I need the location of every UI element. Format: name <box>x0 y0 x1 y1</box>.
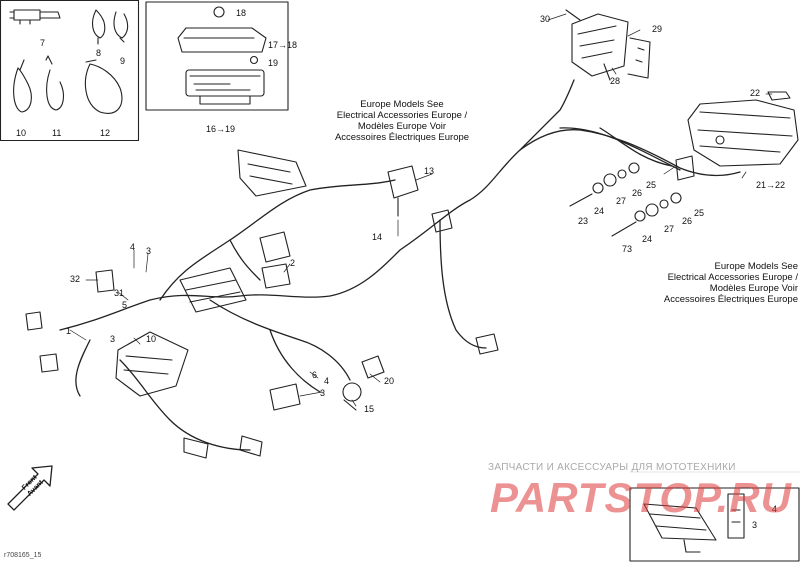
horn-20 <box>361 355 385 379</box>
europe-note-right-line4: Accessoires Électriques Europe <box>663 294 798 305</box>
control-module-10 <box>115 331 189 397</box>
callout-27-b: 27 <box>664 224 675 234</box>
callout-4-c: 4 <box>772 504 778 514</box>
clip-part-9 <box>113 11 129 43</box>
callout-25-a: 25 <box>646 180 657 190</box>
bracket-assembly <box>643 493 745 553</box>
callout-3-a: 3 <box>146 246 152 256</box>
callout-2: 2 <box>290 258 296 268</box>
ecm-module-16 <box>237 149 307 197</box>
callout-10: 10 <box>16 128 27 138</box>
connector-block-2 <box>259 231 291 289</box>
callout-26-b: 26 <box>682 216 693 226</box>
callout-25-b: 25 <box>694 208 705 218</box>
callout-4-a: 4 <box>130 242 136 252</box>
connector-mid <box>431 209 453 233</box>
callout-3-c: 3 <box>320 388 326 398</box>
callout-6: 6 <box>312 370 318 380</box>
callout-16-19: 16→19 <box>206 124 236 134</box>
europe-note-right-line2: Electrical Accessories Europe / <box>667 272 798 283</box>
europe-note-top-line4: Accessoires Électriques Europe <box>334 132 470 143</box>
callout-10-b: 10 <box>146 334 157 344</box>
callout-14: 14 <box>372 232 383 242</box>
callout-3-d: 3 <box>752 520 758 530</box>
callout-73: 73 <box>622 244 633 254</box>
connector-group-center <box>179 267 247 313</box>
inset-box-bracket <box>629 487 800 562</box>
callout-18: 18 <box>236 8 247 18</box>
callout-8: 8 <box>96 48 102 58</box>
callout-17-18: 17→18 <box>268 40 298 50</box>
connector-lower-left <box>183 435 263 459</box>
callout-11: 11 <box>52 128 62 138</box>
callout-7: 7 <box>40 38 46 48</box>
callout-29: 29 <box>652 24 663 34</box>
gauge-assembly <box>177 6 267 105</box>
hardware-stack-lower <box>611 192 682 237</box>
connector-rear <box>675 155 695 181</box>
callout-21-22: 21→22 <box>756 180 786 190</box>
connector-right <box>475 333 499 355</box>
watermark-logo: PARTSTOP.RU <box>490 474 792 521</box>
callout-9: 9 <box>120 56 126 66</box>
callout-24-a: 24 <box>594 206 605 216</box>
relay-13 <box>387 165 419 217</box>
callout-30: 30 <box>540 14 551 24</box>
europe-note-top: Europe Models See Electrical Accessories… <box>322 99 482 143</box>
connector-left-lower <box>39 353 59 373</box>
hardware-stack-upper <box>569 162 640 207</box>
europe-note-right-line1: Europe Models See <box>714 261 798 272</box>
callout-3-b: 3 <box>110 334 116 344</box>
callout-28: 28 <box>610 76 621 86</box>
callout-1: 1 <box>66 326 72 336</box>
connector-32 <box>95 269 115 293</box>
connector-left-1 <box>25 311 43 331</box>
europe-note-right: Europe Models See Electrical Accessories… <box>636 261 798 305</box>
callout-22: 22 <box>750 88 761 98</box>
figure-code: r708165_15 <box>4 552 42 559</box>
callout-32: 32 <box>70 274 81 284</box>
callout-5: 5 <box>122 300 128 310</box>
tie-part-10 <box>13 59 32 113</box>
callout-4-b: 4 <box>324 376 330 386</box>
inset-box-gauge <box>145 1 289 111</box>
module-assembly <box>565 9 651 81</box>
europe-note-right-line3: Modèles Europe Voir <box>709 283 798 294</box>
connector-6 <box>269 383 301 411</box>
tie-part-12 <box>84 59 123 114</box>
europe-note-top-line1: Europe Models See <box>360 99 444 110</box>
tie-part-11 <box>45 55 65 111</box>
taillight-assembly <box>687 91 799 167</box>
callout-12: 12 <box>100 128 111 138</box>
callout-20: 20 <box>384 376 395 386</box>
wiring-harness <box>59 79 741 451</box>
connector-part-7 <box>9 9 61 25</box>
callout-26-a: 26 <box>632 188 643 198</box>
callout-13: 13 <box>424 166 435 176</box>
inset-box-clips <box>0 0 140 142</box>
callout-19: 19 <box>268 58 279 68</box>
leader-lines <box>69 13 773 407</box>
clip-part-8 <box>91 9 106 45</box>
watermark-tagline: ЗАПЧАСТИ И АКСЕССУАРЫ ДЛЯ МОТОТЕХНИКИ <box>488 462 736 473</box>
switch-15 <box>342 382 362 411</box>
callout-23: 23 <box>578 216 589 226</box>
europe-note-top-line2: Electrical Accessories Europe / <box>336 110 468 121</box>
europe-note-top-line3: Modèles Europe Voir <box>357 121 447 132</box>
callout-24-b: 24 <box>642 234 653 244</box>
front-arrow <box>7 465 53 511</box>
callout-31: 31 <box>114 288 125 298</box>
callout-27-a: 27 <box>616 196 627 206</box>
callout-15: 15 <box>364 404 375 414</box>
